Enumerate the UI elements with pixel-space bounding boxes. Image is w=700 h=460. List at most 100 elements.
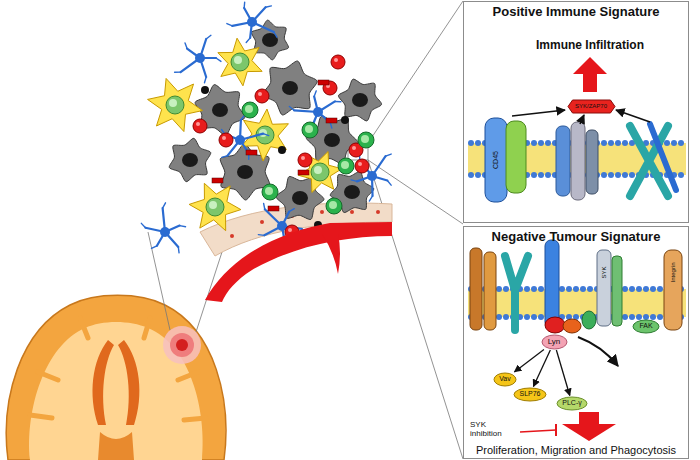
immune-cell-green <box>242 102 374 214</box>
lipid-bilayer <box>545 140 551 146</box>
tumour-cell <box>282 81 298 95</box>
hexagon-shape <box>568 100 615 113</box>
microglia-cell <box>243 2 245 8</box>
lipid-bilayer <box>629 314 635 320</box>
microglia-cell <box>141 223 145 227</box>
microglia-cell <box>313 107 323 117</box>
tumour-cell <box>324 133 340 147</box>
lipid-bilayer <box>503 286 509 292</box>
lipid-bilayer <box>538 314 544 320</box>
lipid-bilayer <box>468 172 474 178</box>
lipid-bilayer <box>615 172 621 178</box>
lipid-bilayer <box>538 140 544 146</box>
immune-receptor <box>586 130 598 194</box>
tumour-receptor <box>484 252 496 330</box>
signal-arrow <box>616 110 650 122</box>
immune-receptor <box>506 121 526 193</box>
signal-arrow <box>512 110 565 116</box>
tumour-cell <box>292 191 308 205</box>
immune-cell-green <box>262 184 278 200</box>
immune-cell-green <box>305 125 313 133</box>
microglia-cell <box>351 180 357 182</box>
microglia-cell <box>227 24 233 26</box>
membrane-illustration <box>468 57 686 441</box>
ellipse-shape <box>542 335 567 349</box>
syk-tag <box>268 206 279 211</box>
immune-cell-green <box>302 122 318 138</box>
inhibition-line <box>555 424 557 436</box>
immune-cell-red <box>258 92 262 96</box>
microglia-cell <box>204 77 206 83</box>
microglia-cell <box>367 171 377 181</box>
blood-vessel <box>205 222 392 302</box>
node-label: FAK <box>639 322 652 330</box>
lipid-bilayer <box>601 172 607 178</box>
immune-cell-red <box>358 162 362 166</box>
panel-title: Negative Tumour Signature <box>464 230 688 245</box>
immune-cell-red <box>298 153 312 167</box>
brain-section <box>163 326 201 364</box>
lipid-bilayer <box>622 286 628 292</box>
lipid-bilayer <box>601 140 607 146</box>
receptor-label: SYK <box>601 266 608 278</box>
immune-cell-green <box>329 201 337 209</box>
lipid-bilayer <box>468 289 686 317</box>
tumour-cell <box>182 153 198 167</box>
lipid-bilayer <box>566 286 572 292</box>
lipid-bilayer <box>531 172 537 178</box>
brain-section <box>170 333 194 357</box>
immune-cell-green <box>338 158 354 174</box>
lipid-bilayer <box>671 140 677 146</box>
immune-cell-red <box>331 55 345 69</box>
microglia-cell <box>266 6 272 7</box>
lipid-bilayer <box>468 286 686 320</box>
syk-tag <box>326 118 337 123</box>
microglia-cell <box>289 209 294 212</box>
lipid-bilayer <box>559 286 565 292</box>
kinase-hexagon: SYK/ZAP70 <box>568 100 615 113</box>
microglia-cell <box>195 53 205 63</box>
protein-ellipse: Lyn <box>542 335 567 349</box>
astrocyte-cell <box>231 53 249 71</box>
microglia-cell <box>206 35 211 39</box>
effect-label: Immune Infiltration <box>536 39 644 53</box>
astrocyte-cell <box>298 152 342 193</box>
microglia-cell <box>247 17 257 27</box>
node-label: Lyn <box>548 337 561 346</box>
up-arrow <box>573 57 607 92</box>
tumour-microenvironment <box>141 2 392 302</box>
meninges-band <box>230 234 234 238</box>
meninges-band <box>350 210 354 214</box>
receptor-label: Integrin <box>670 262 677 282</box>
immune-receptor <box>556 126 570 196</box>
microglia-cell <box>314 91 316 97</box>
tumour-cell <box>344 185 360 199</box>
lipid-bilayer <box>615 140 621 146</box>
microglia-cell <box>335 101 341 103</box>
lipid-bilayer <box>573 286 579 292</box>
lipid-bilayer <box>636 314 642 320</box>
tumour-cell <box>262 33 278 47</box>
signal-arrow <box>578 337 618 366</box>
zoom-line <box>368 1 463 143</box>
tumour-cell <box>169 138 211 181</box>
microglia-cell <box>141 2 391 253</box>
microglia-cell <box>263 134 269 136</box>
lipid-bilayer <box>650 286 656 292</box>
immune-cell-red <box>288 228 292 232</box>
tumour-cell <box>169 20 381 219</box>
lipid-bilayer <box>580 286 586 292</box>
microglia-cell <box>216 58 221 61</box>
lipid-bilayer <box>657 314 663 320</box>
lipid-bilayer <box>475 172 481 178</box>
lipid-bilayer <box>503 314 509 320</box>
effect-label: Proliferation, Migration and Phagocytosi… <box>476 444 676 457</box>
lipid-bilayer <box>496 286 502 292</box>
tumour-receptor <box>505 256 528 330</box>
lipid-bilayer <box>524 286 530 292</box>
tumour-receptor <box>612 256 622 326</box>
microglia-cell <box>258 234 264 236</box>
immune-cell-green <box>341 161 349 169</box>
lipid-bilayer <box>629 286 635 292</box>
